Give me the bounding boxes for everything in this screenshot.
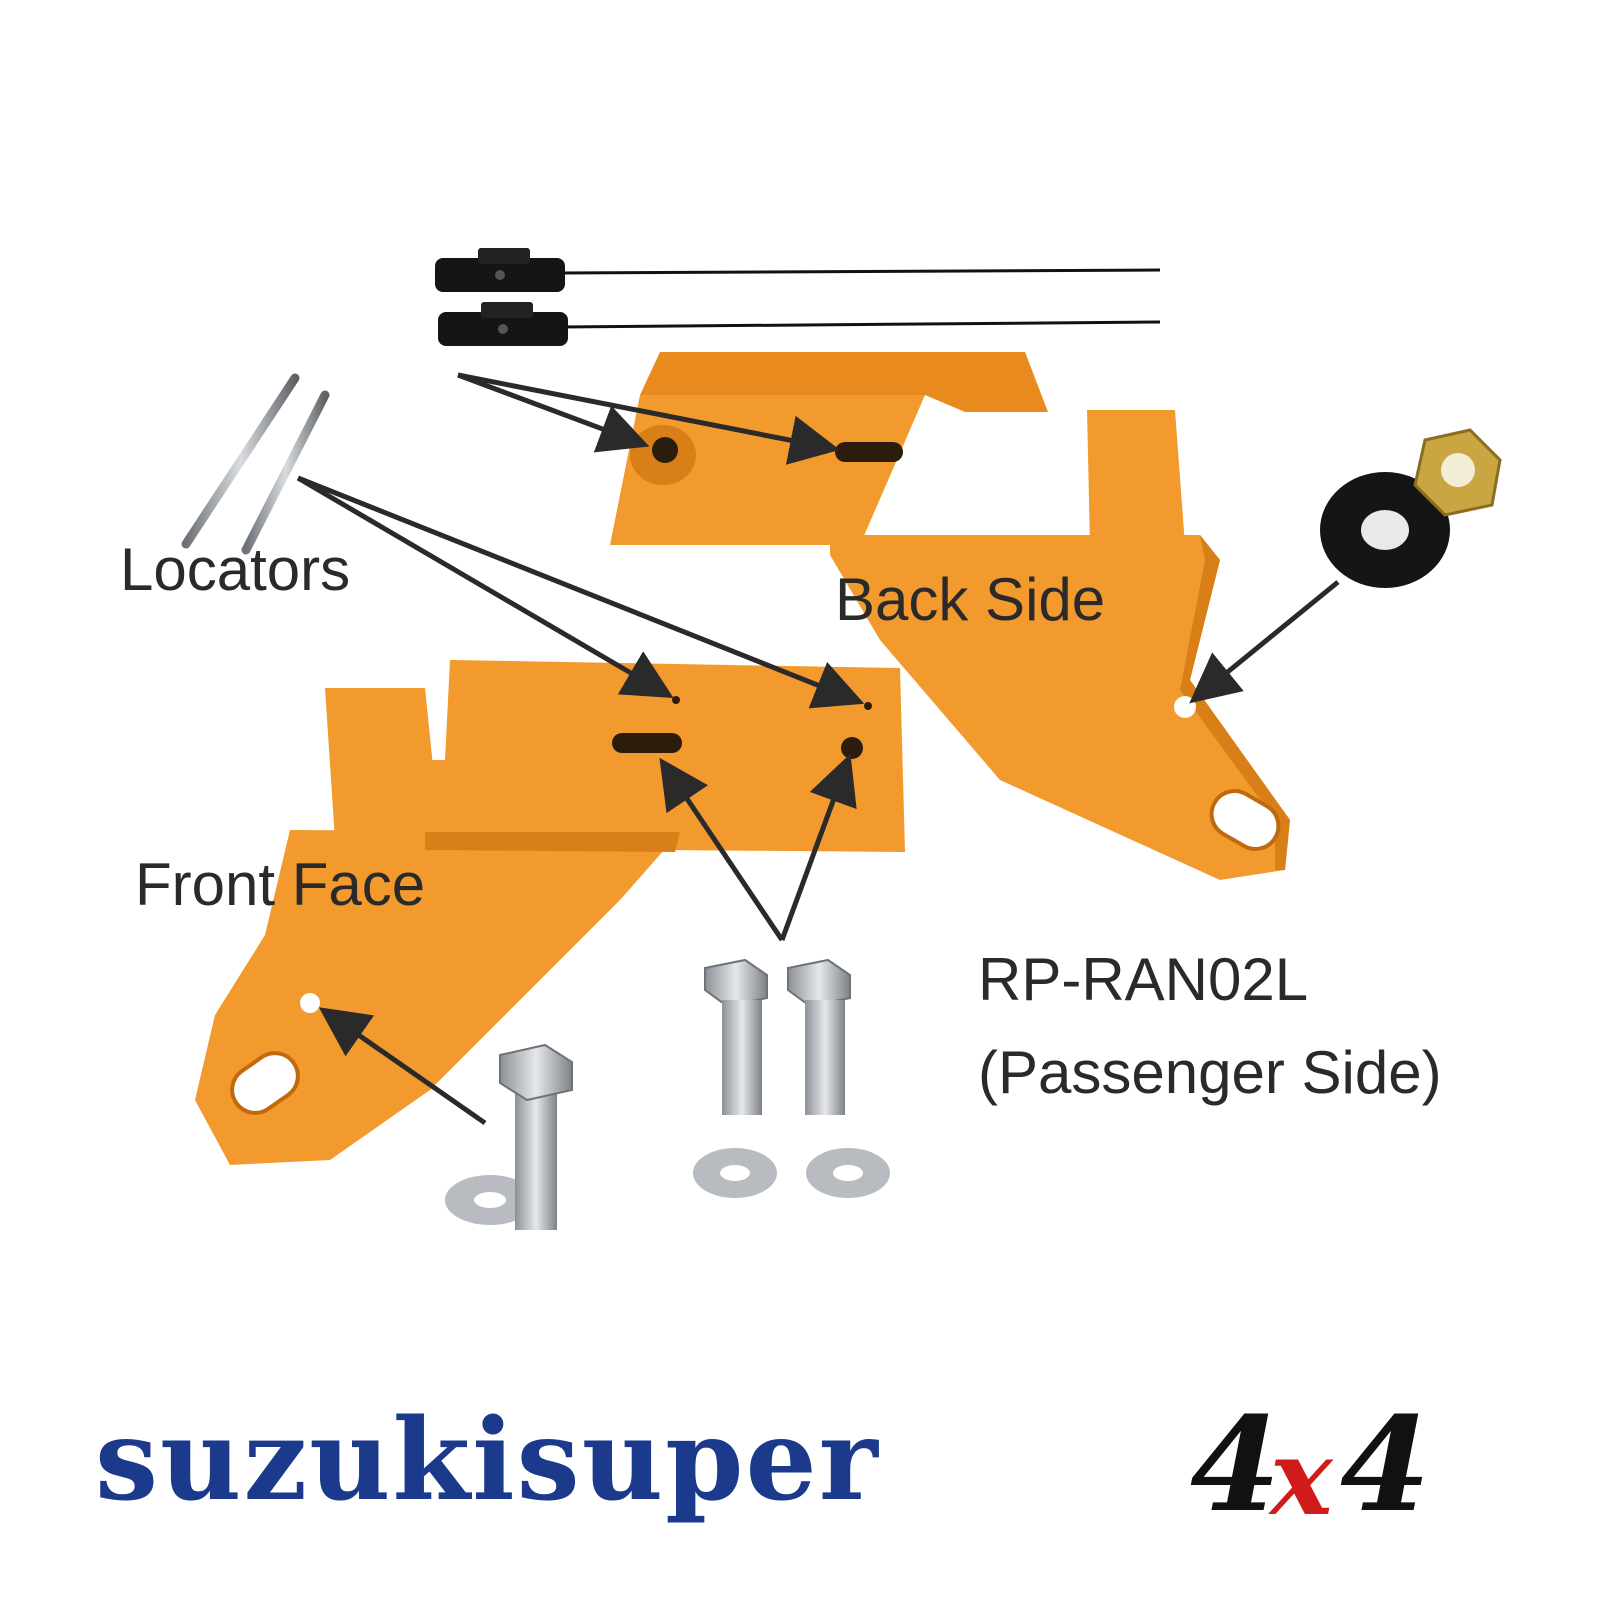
part-number-label: RP-RAN02L: [978, 946, 1309, 1013]
front-face-label: Front Face: [135, 851, 426, 918]
locators-label: Locators: [120, 536, 351, 603]
short-bolt-right: [787, 958, 890, 1198]
rubber-washer: [1320, 472, 1450, 588]
arrow-bolts-to-front-hole: [779, 753, 857, 941]
brand-logo: suzukisuper 4 x 4: [95, 1400, 1515, 1540]
back-side-label: Back Side: [835, 566, 1106, 633]
back-side-bracket: [610, 352, 1290, 880]
arrow-bolt-to-front-lower-hole: [318, 1007, 487, 1126]
brand-suffix-4-left: 4: [1190, 1388, 1281, 1541]
brand-suffix-4-right: 4: [1340, 1388, 1431, 1541]
front-face-bracket: [195, 660, 905, 1165]
arrow-locator-to-front-pin-left: [296, 475, 674, 699]
side-label: (Passenger Side): [978, 1039, 1442, 1106]
arrow-bolts-to-front-slot: [659, 757, 785, 942]
arrow-clip-to-back-hole: [457, 372, 650, 453]
arrow-washer-to-back-hole: [1189, 580, 1340, 704]
long-bolt-with-washer: [445, 1043, 573, 1230]
short-bolt-left: [693, 958, 777, 1198]
arrow-locator-to-front-pin-right: [297, 475, 865, 709]
arrow-clip-to-back-slot: [457, 372, 840, 465]
brand-suffix-x: x: [1270, 1415, 1333, 1539]
locator-rods: [181, 373, 330, 555]
locator-clip-lower: [438, 302, 1161, 346]
annotation-arrows: [296, 372, 1340, 1126]
hex-nut: [1413, 428, 1502, 517]
locator-clip-upper: [435, 248, 1161, 292]
brand-name: suzukisuper: [95, 1395, 880, 1526]
